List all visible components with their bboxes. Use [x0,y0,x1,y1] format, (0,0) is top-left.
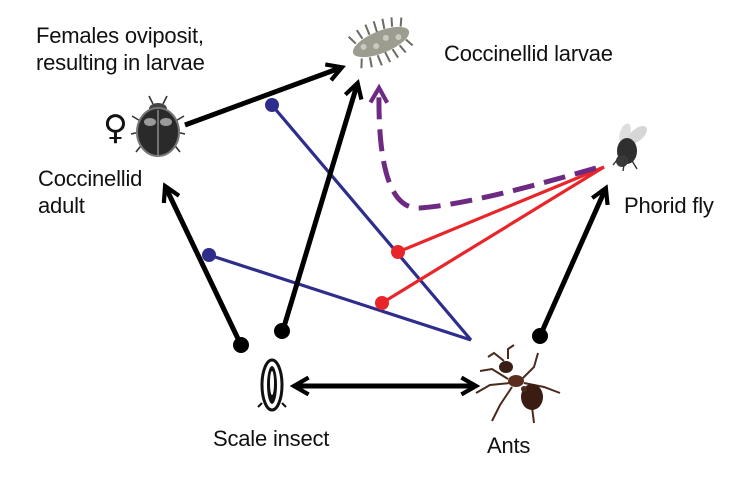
black-arrow-adult-to-larvae [185,68,340,125]
blue-line-end-dot-larvae [265,98,279,112]
ant-icon [476,345,560,423]
scale-insect-icon [258,360,286,410]
blue-line-ants-to-larvae-edge [271,104,471,340]
red-dot-on-blue-lower [375,296,389,310]
black-dot-scale-larvae [274,323,290,339]
black-dot-ants-fly [532,328,548,344]
scale-insect-label: Scale insect [213,425,329,452]
coccinellid-larvae-label: Coccinellid larvae [444,40,613,67]
ladybird-beetle-icon [131,96,185,156]
females-oviposit-line-1: Females oviposit, [36,22,205,49]
blue-line-end-dot-adult [202,248,216,262]
black-arrow-ants-to-fly [540,190,605,336]
black-arrow-scale-to-adult [166,188,241,345]
females-oviposit-label: Females oviposit, resulting in larvae [36,22,205,76]
black-arrow-scale-to-larvae [283,85,357,330]
coccinellid-adult-label: Coccinellid adult [38,165,142,219]
red-dot-on-blue-upper [391,245,405,259]
coccinellid-adult-line-1: Coccinellid [38,165,142,192]
female-symbol-icon: ♀ [103,111,128,145]
coccinellid-larva-icon [345,10,417,73]
red-line-fly-lower [382,167,604,303]
phorid-fly-icon [613,122,650,171]
black-dot-scale-adult [233,337,249,353]
phorid-fly-label: Phorid fly [624,192,714,219]
females-oviposit-line-2: resulting in larvae [36,49,205,76]
coccinellid-adult-line-2: adult [38,192,142,219]
ants-label: Ants [487,432,530,459]
blue-line-ants-to-adult-edge [209,255,471,340]
